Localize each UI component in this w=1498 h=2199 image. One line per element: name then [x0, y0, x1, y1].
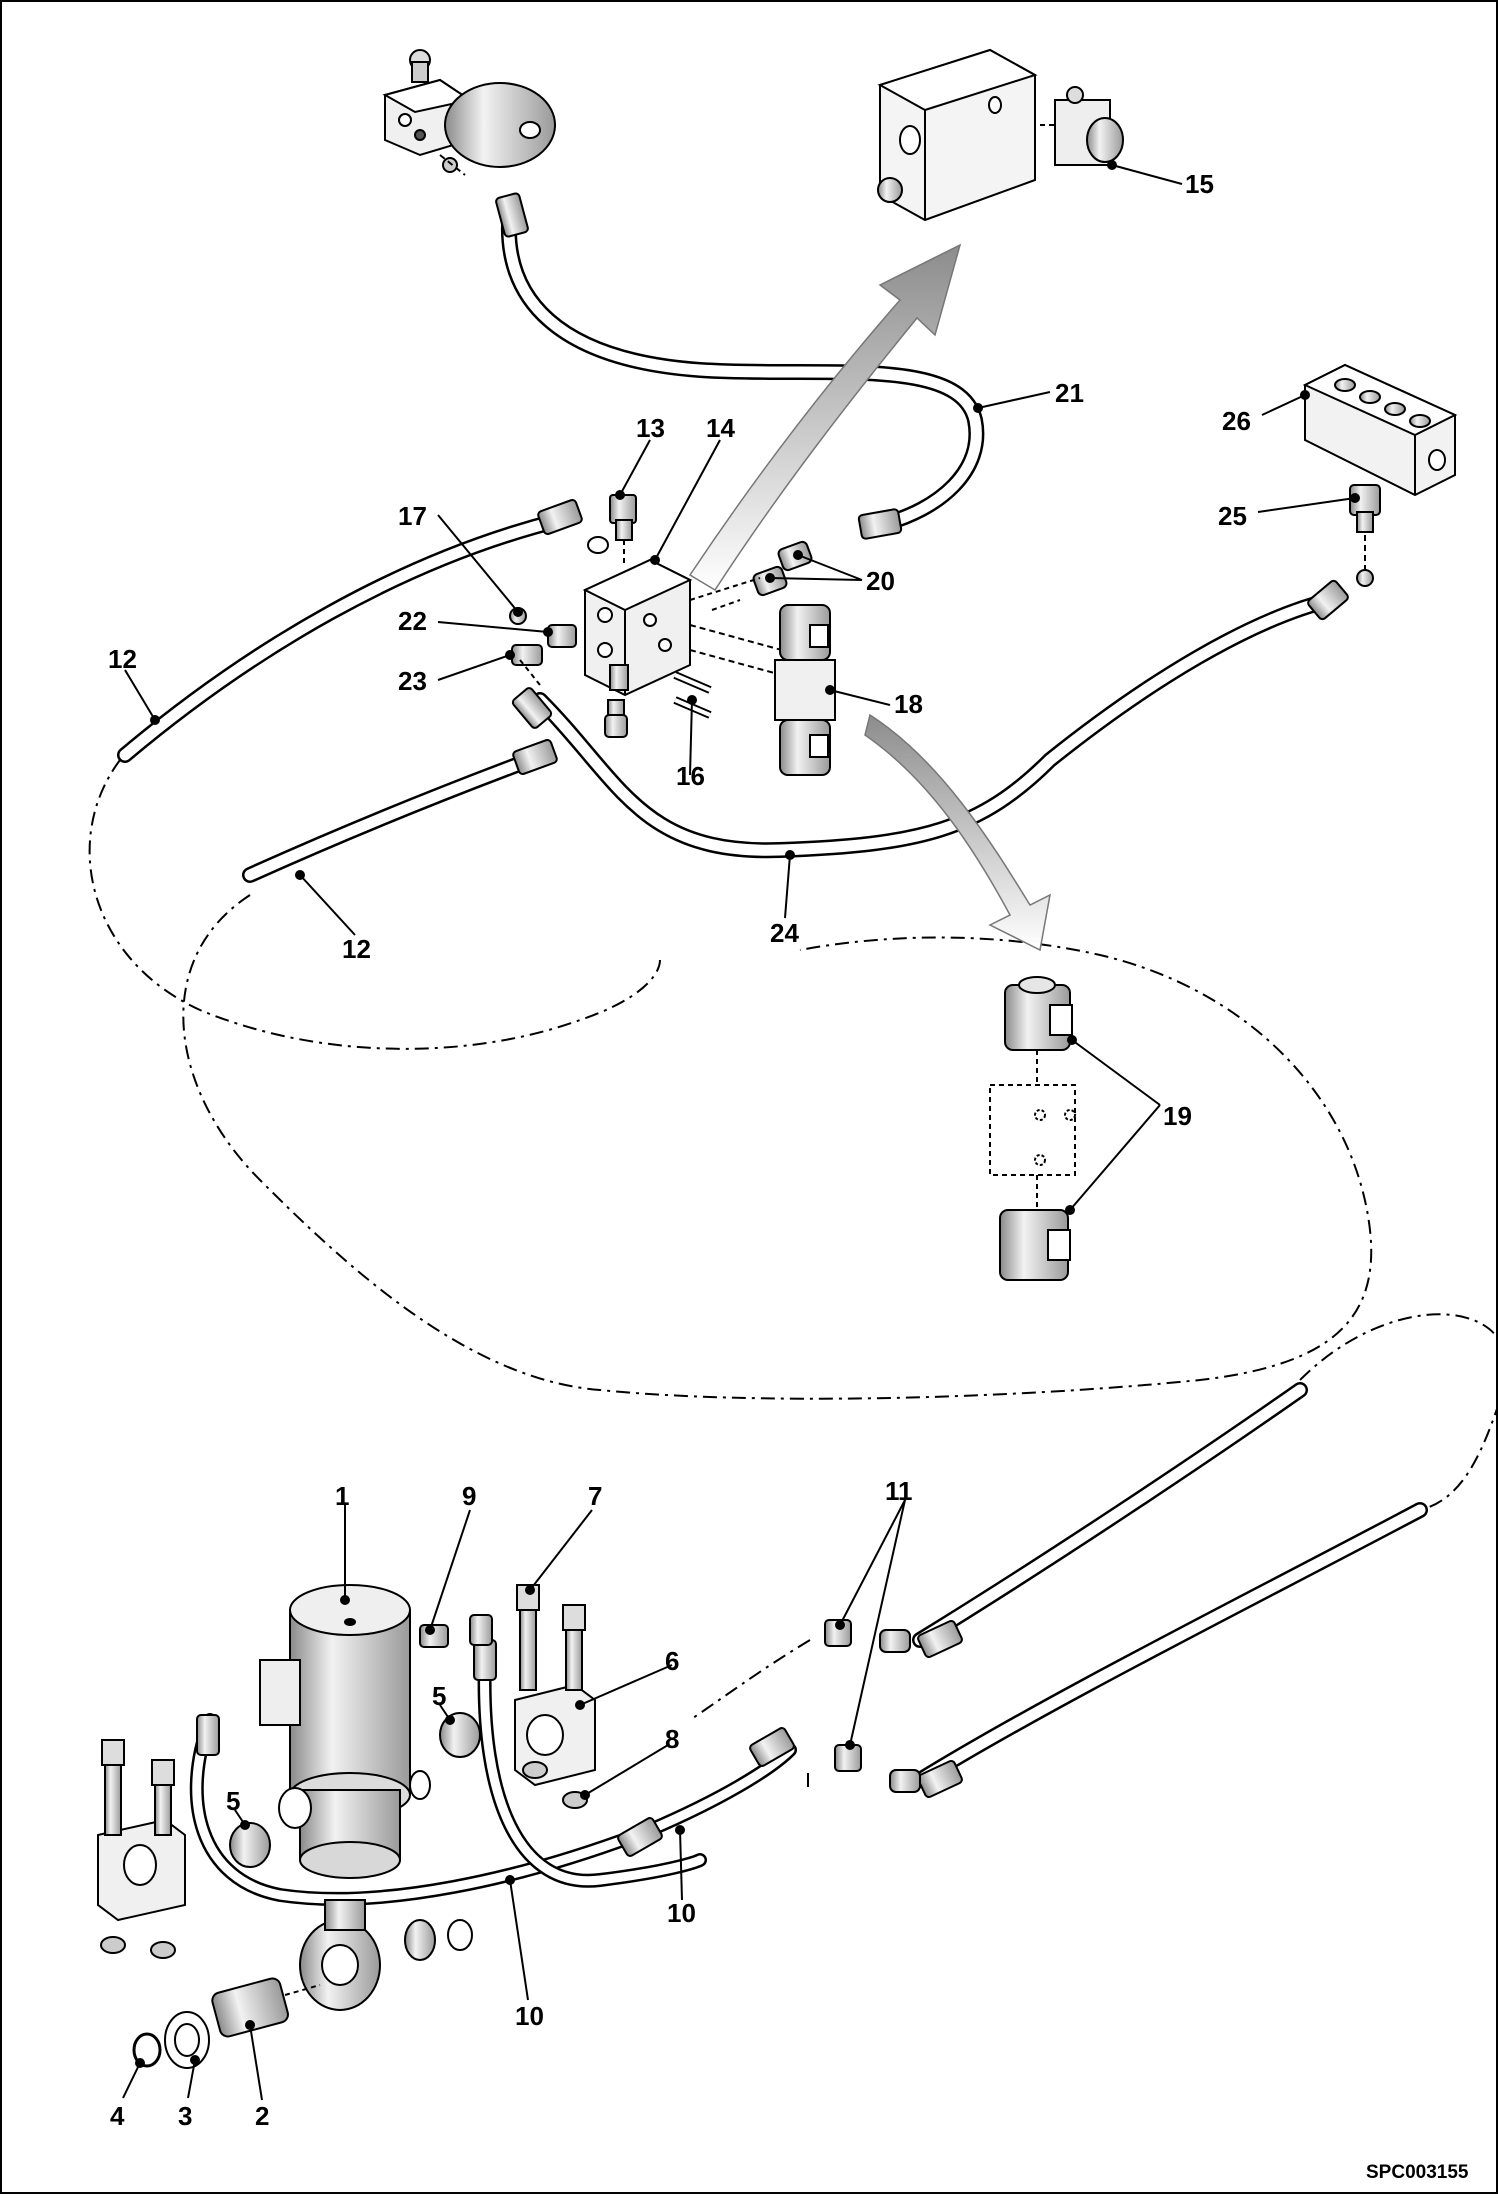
detail-arrow-19 — [864, 713, 1052, 952]
bracket-left — [97, 1739, 186, 1959]
ferrule — [749, 1727, 795, 1767]
ferrule — [495, 192, 529, 238]
callout-20: 20 — [866, 566, 895, 596]
central-manifold-14 — [582, 536, 801, 697]
callout-6: 6 — [665, 1646, 679, 1676]
ferrule — [511, 687, 553, 729]
loop-hose-12-lower — [182, 894, 1373, 1400]
ferrule — [1307, 579, 1349, 621]
ferrule — [917, 1619, 963, 1659]
ferrule — [196, 1714, 220, 1756]
manifold-26 — [1302, 363, 1458, 497]
dash-dot-loops — [88, 759, 1498, 1790]
pipe-washer-nut — [132, 1977, 321, 2069]
bracket-6 — [514, 1584, 596, 1809]
callout-10-right: 10 — [667, 1898, 696, 1928]
hose-24-fill — [534, 594, 1336, 856]
callout-14: 14 — [706, 413, 735, 443]
accumulator — [382, 49, 556, 176]
loop-hose-12-upper — [88, 759, 661, 1050]
callout-7: 7 — [588, 1481, 602, 1511]
leader-lines — [122, 160, 1360, 2101]
callout-1: 1 — [335, 1481, 349, 1511]
callout-12-upper: 12 — [108, 644, 137, 674]
callout-16: 16 — [676, 761, 705, 791]
loop-hose-10-right — [1299, 1313, 1498, 1511]
callout-3: 3 — [178, 2101, 192, 2131]
fitting-13 — [609, 494, 637, 565]
callout-4: 4 — [110, 2101, 125, 2131]
ferrule — [512, 739, 558, 775]
callout-19: 19 — [1163, 1101, 1192, 1131]
elbow-fitting — [604, 699, 628, 738]
ferrule — [617, 1817, 663, 1857]
callout-15: 15 — [1185, 169, 1214, 199]
detail-19 — [989, 976, 1076, 1281]
callout-22: 22 — [398, 606, 427, 636]
hose-10-upper-fill — [914, 1384, 1306, 1646]
callout-13: 13 — [636, 413, 665, 443]
loop-hose-10-connection — [689, 1639, 811, 1721]
ferrule — [857, 508, 903, 540]
callout-5-right: 5 — [432, 1681, 446, 1711]
hose-ferrules — [196, 192, 1349, 1857]
solenoid-valve-18 — [774, 604, 836, 776]
callout-12-lower: 12 — [342, 934, 371, 964]
callout-18: 18 — [894, 689, 923, 719]
hose-12-lower-fill — [244, 754, 536, 881]
pump-hose-a-fill — [192, 1715, 795, 1904]
callout-10-lower: 10 — [515, 2001, 544, 2031]
callout-23: 23 — [398, 666, 427, 696]
callout-17: 17 — [398, 501, 427, 531]
drawing-code: SPC003155 — [1366, 2162, 1469, 2183]
hose-12-upper-fill — [119, 514, 566, 761]
callout-2: 2 — [255, 2101, 269, 2131]
callouts: 15 21 26 25 13 14 17 20 22 23 18 16 12 1… — [108, 169, 1251, 2131]
pump-hose-b-fill — [480, 1655, 705, 1886]
pump-assembly — [259, 1584, 431, 2011]
ferrule — [537, 499, 583, 535]
callout-24: 24 — [770, 918, 799, 948]
callout-8: 8 — [665, 1724, 679, 1754]
callout-9: 9 — [462, 1481, 476, 1511]
ferrule — [917, 1759, 963, 1799]
fittings-17-22-23 — [509, 607, 577, 686]
valve-block-15 — [877, 48, 1124, 222]
hose-10-lower-fill — [914, 1504, 1426, 1786]
callout-5-left: 5 — [226, 1786, 240, 1816]
callout-26: 26 — [1222, 406, 1251, 436]
hose-12-upper-outline — [117, 512, 568, 763]
clamps-5 — [229, 1712, 481, 1961]
callout-21: 21 — [1055, 378, 1084, 408]
callout-11: 11 — [885, 1476, 913, 1506]
callout-25: 25 — [1218, 501, 1247, 531]
detail-arrow-15 — [688, 243, 962, 592]
fitting-25 — [1349, 484, 1381, 587]
hose-21-fill — [503, 204, 982, 531]
